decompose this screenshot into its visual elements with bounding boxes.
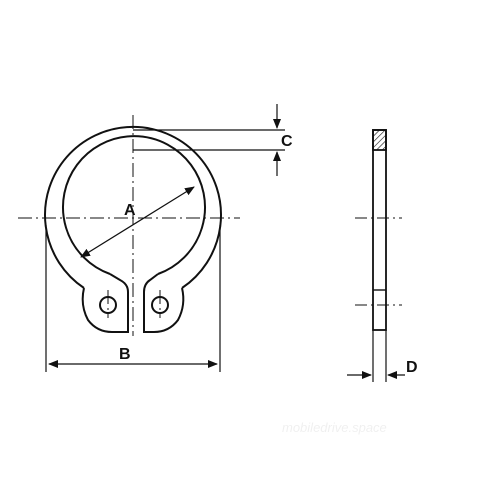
side-view-body xyxy=(372,129,387,331)
circlip-side-view xyxy=(372,129,387,331)
dimension-d-label: D xyxy=(406,359,418,376)
dimension-a-label: A xyxy=(124,202,136,219)
dimension-c xyxy=(133,104,285,176)
watermark-text: mobiledrive.space xyxy=(282,420,387,435)
center-lines xyxy=(18,115,240,336)
dimension-d xyxy=(347,330,405,382)
dimension-c-label: C xyxy=(281,133,293,150)
dimension-a-line xyxy=(80,186,195,258)
dimension-b xyxy=(45,225,221,372)
dimension-b-label: B xyxy=(119,346,131,363)
ring-inner-contour xyxy=(62,135,206,275)
right-lug xyxy=(143,273,185,333)
left-lug xyxy=(81,273,129,333)
side-view-section-top xyxy=(372,129,387,151)
dimension-a: A xyxy=(80,186,195,258)
side-view-center-lines xyxy=(355,217,402,306)
